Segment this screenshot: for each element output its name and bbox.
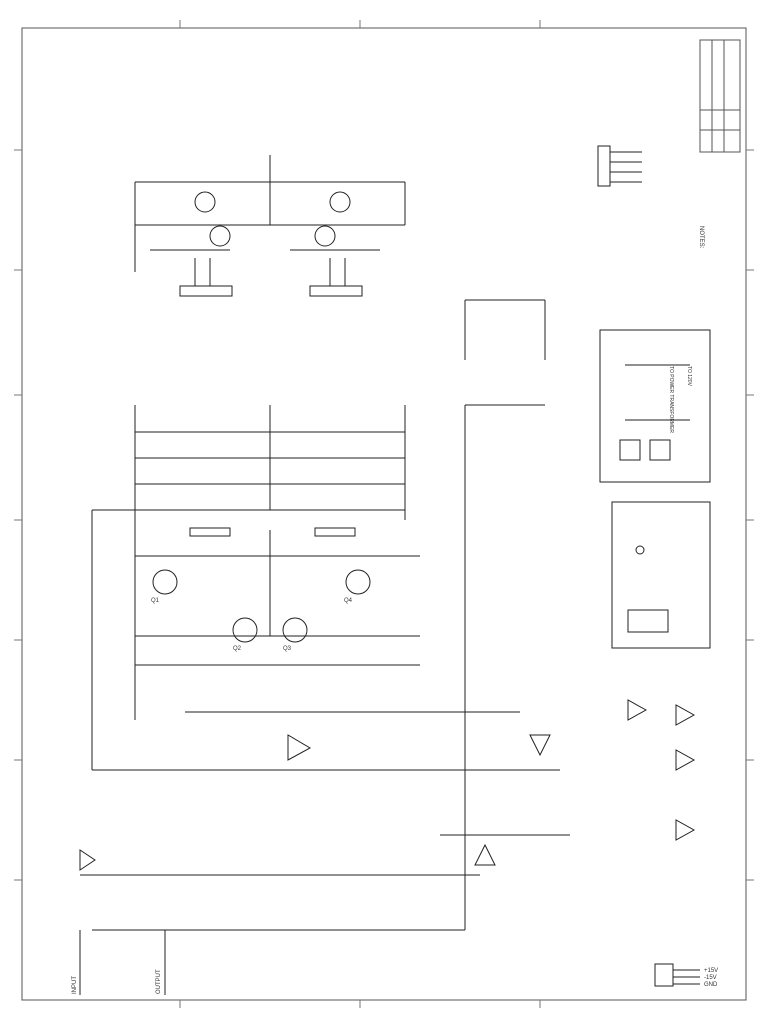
input-label: INPUT bbox=[72, 976, 78, 994]
notes-block: NOTES: bbox=[698, 226, 704, 249]
page-border bbox=[21, 27, 747, 1001]
transistor-label-q4: Q4 bbox=[344, 598, 353, 604]
power-box-120v-label: TO 120V bbox=[686, 366, 692, 387]
connector-label-plus15: +15V bbox=[704, 968, 718, 974]
transistor-q1: Q1 bbox=[151, 569, 178, 604]
lower-feedback-network bbox=[79, 520, 570, 931]
output-stage bbox=[135, 527, 420, 666]
output-label: OUTPUT bbox=[156, 969, 162, 994]
upper-left-transistor-bank bbox=[134, 155, 406, 297]
transistor-label-q2: Q2 bbox=[233, 646, 242, 652]
transistor-q3: Q3 bbox=[282, 617, 308, 652]
upper-right-connector bbox=[597, 145, 642, 187]
power-box-transformer-label: TO POWER TRANSFORMER bbox=[668, 366, 674, 433]
transistor-q4: Q4 bbox=[344, 569, 371, 604]
transistor-label-q3: Q3 bbox=[283, 646, 292, 652]
title-block bbox=[699, 39, 741, 153]
notes-heading: NOTES: bbox=[698, 226, 704, 249]
connector-label-minus15: -15V bbox=[704, 975, 717, 981]
bottom-left-labels: INPUT OUTPUT bbox=[72, 930, 166, 995]
main-amplifier-bus bbox=[91, 405, 406, 770]
output-transistors: Q1 Q2 Q3 Q4 bbox=[151, 569, 371, 652]
right-input-network bbox=[464, 299, 546, 520]
transistor-label-q1: Q1 bbox=[151, 598, 160, 604]
border-ticks bbox=[14, 20, 754, 1008]
aux-box bbox=[611, 501, 711, 649]
bottom-right-connector: +15V -15V GND bbox=[654, 963, 718, 988]
power-box: TO POWER TRANSFORMER TO 120V bbox=[599, 329, 711, 483]
connector-label-gnd: GND bbox=[704, 982, 718, 988]
transistor-q2: Q2 bbox=[232, 617, 258, 652]
right-opamps bbox=[627, 699, 696, 841]
